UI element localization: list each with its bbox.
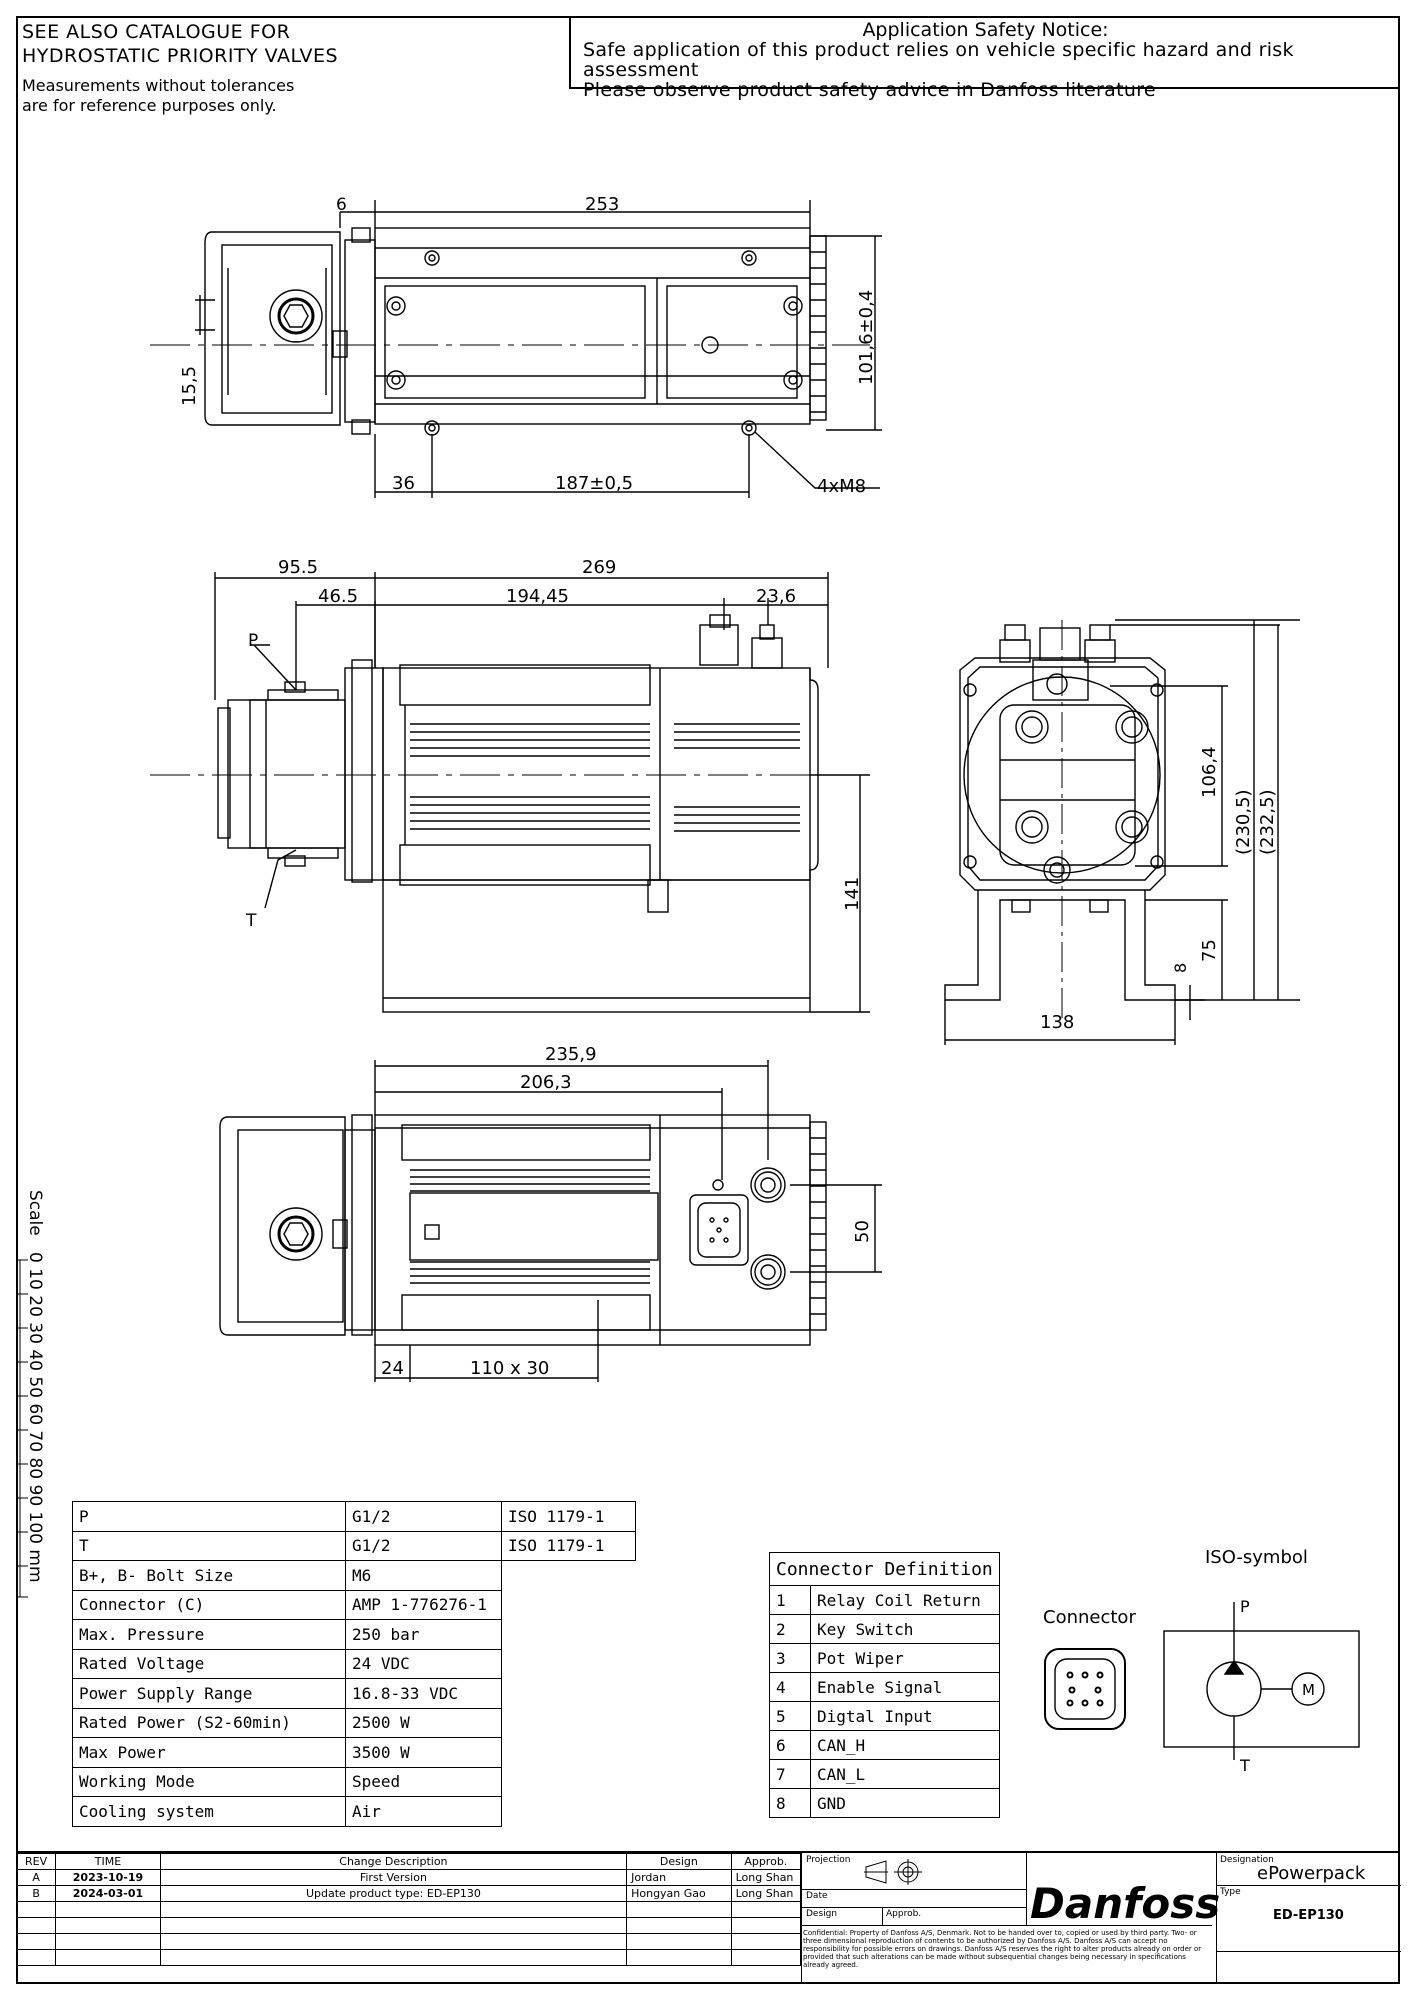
top-view bbox=[150, 200, 882, 498]
dim-232-5: (232,5) bbox=[1257, 789, 1278, 855]
dim-110x30: 110 x 30 bbox=[470, 1358, 549, 1379]
iso-m: M bbox=[1302, 1681, 1315, 1699]
dim-206-3: 206,3 bbox=[520, 1072, 572, 1093]
iso-ref: ISO 1179-1 bbox=[501, 1530, 636, 1561]
revision-row: A 2023-10-19 First Version Jordan Long S… bbox=[15, 1869, 802, 1886]
dim-230-5: (230,5) bbox=[1233, 789, 1254, 855]
iso-ref-table: ISO 1179-1 ISO 1179-1 bbox=[501, 1501, 636, 1561]
dim-46-5: 46.5 bbox=[318, 586, 358, 607]
connector-table-title: Connector Definition bbox=[769, 1552, 1000, 1586]
projection-icon bbox=[864, 1859, 922, 1885]
revision-table: REV TIME Change Description Design Appro… bbox=[15, 1853, 802, 1966]
end-view bbox=[944, 619, 1300, 1045]
svg-text:0 10 20 30 40 50 60 70 80 90 1: 0 10 20 30 40 50 60 70 80 90 100 mm bbox=[25, 1252, 45, 1583]
dim-253: 253 bbox=[585, 194, 619, 215]
iso-symbol bbox=[1163, 1602, 1360, 1760]
reference-note: Measurements without tolerances are for … bbox=[22, 76, 295, 115]
dim-106-4: 106,4 bbox=[1199, 746, 1220, 798]
dim-101-6: 101,6±0,4 bbox=[856, 290, 877, 385]
spec-row: Rated Power (S2-60min)2500 W bbox=[72, 1707, 502, 1738]
iso-ref: ISO 1179-1 bbox=[501, 1501, 636, 1532]
dim-6: 6 bbox=[336, 195, 347, 215]
scale-ruler: Scale 0 10 20 30 40 50 60 70 80 90 100 m… bbox=[16, 1190, 45, 1598]
dim-235-9: 235,9 bbox=[545, 1044, 597, 1065]
connector-icon bbox=[1044, 1648, 1126, 1730]
dim-23-6: 23,6 bbox=[756, 586, 796, 607]
iso-title: ISO-symbol bbox=[1205, 1547, 1308, 1568]
dim-36: 36 bbox=[392, 473, 415, 494]
port-p-label: P bbox=[248, 631, 258, 651]
brand-logo: Danfoss bbox=[1030, 1879, 1220, 1928]
svg-text:Scale: Scale bbox=[25, 1190, 45, 1236]
port-t-label: T bbox=[245, 911, 257, 931]
dim-187: 187±0,5 bbox=[555, 473, 633, 494]
catalogue-note: SEE ALSO CATALOGUE FOR HYDROSTATIC PRIOR… bbox=[22, 21, 339, 67]
side-view bbox=[150, 572, 870, 1013]
dim-75: 75 bbox=[1199, 939, 1220, 962]
dim-141: 141 bbox=[842, 877, 863, 911]
drawing-frame bbox=[16, 16, 1400, 1984]
projection-block: Projection Date Design Approb. bbox=[801, 1853, 1212, 1984]
bolt-spec: 4xM8 bbox=[817, 476, 866, 497]
iso-p: P bbox=[1240, 1597, 1250, 1616]
dim-8: 8 bbox=[1171, 963, 1190, 973]
title-block: REV TIME Change Description Design Appro… bbox=[15, 1851, 1401, 1986]
dim-95-5: 95.5 bbox=[278, 557, 318, 578]
connector-label: Connector bbox=[1043, 1607, 1136, 1628]
dim-15-5: 15,5 bbox=[179, 366, 200, 406]
bottom-view bbox=[219, 1060, 882, 1382]
dim-194-45: 194,45 bbox=[506, 586, 569, 607]
type-value: ED-EP130 bbox=[1273, 1908, 1344, 1923]
designation-value: ePowerpack bbox=[1257, 1863, 1366, 1884]
iso-t: T bbox=[1239, 1756, 1250, 1775]
revision-row: B 2024-03-01 Update product type: ED-EP1… bbox=[15, 1885, 802, 1902]
dim-138: 138 bbox=[1040, 1012, 1074, 1033]
spec-row: Connector (C)AMP 1-776276-1 bbox=[72, 1589, 502, 1620]
dim-269: 269 bbox=[582, 557, 616, 578]
dim-50: 50 bbox=[852, 1220, 873, 1243]
safety-notice: Application Safety Notice: Safe applicat… bbox=[569, 16, 1400, 100]
confidential-note: Confidential: Property of Danfoss A/S, D… bbox=[803, 1929, 1202, 1969]
dim-24: 24 bbox=[381, 1358, 404, 1379]
designation-block: Designation ePowerpack Type ED-EP130 bbox=[1216, 1853, 1401, 1984]
